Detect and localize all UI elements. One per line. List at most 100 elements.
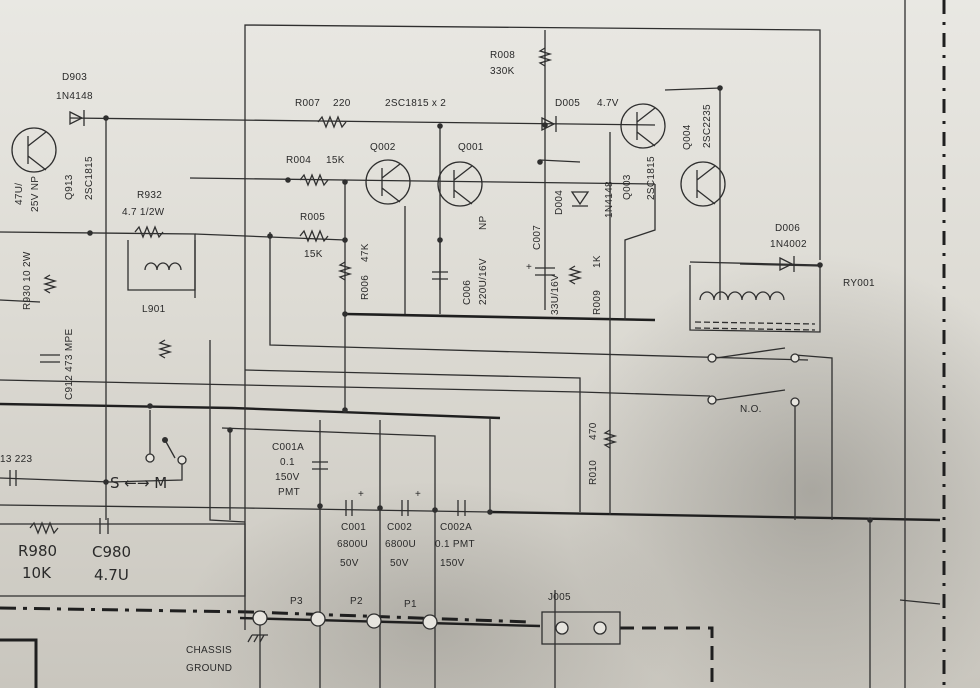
r009-ref: R009: [592, 290, 603, 315]
p-bus: [239, 616, 541, 628]
q003-symbol: [620, 103, 666, 149]
c006-symbol: [432, 271, 448, 280]
c001-voltage: 50V: [340, 558, 359, 569]
d006-ref: D006: [775, 223, 800, 234]
r004-symbol: [299, 173, 329, 187]
r007-symbol: [317, 115, 347, 129]
c912-symbol: [40, 354, 60, 363]
c001a-type: PMT: [278, 487, 300, 498]
chassis-ground-symbol: [247, 634, 268, 643]
j005-symbol: [541, 611, 621, 645]
r932-symbol: [134, 225, 164, 239]
q003-ref: Q003: [622, 174, 633, 200]
relay-contact-2: [707, 389, 800, 407]
r980-symbol: [29, 521, 59, 535]
q-pair-note: 2SC1815 x 2: [385, 98, 446, 109]
q002-ref: Q002: [370, 142, 396, 153]
r930-ref: R930 10 2W: [22, 251, 33, 310]
c001a-voltage: 150V: [275, 472, 300, 483]
q003-part: 2SC1815: [646, 156, 657, 200]
relay-contact-1: [707, 347, 800, 363]
d903-ref: D903: [62, 72, 87, 83]
c980-symbol: [99, 518, 109, 534]
board-outline-bottom: [0, 606, 531, 624]
c001a-ref: C001A: [272, 442, 304, 453]
q004-ref: Q004: [682, 124, 693, 150]
c002-ref: C002: [387, 522, 412, 533]
ground-label: GROUND: [186, 663, 232, 674]
c001-polarity: +: [358, 489, 364, 500]
d004-ref: D004: [554, 190, 565, 215]
q004-part: 2SC2235: [702, 104, 713, 148]
c002-symbol: [401, 500, 409, 516]
c001-value: 6800U: [337, 539, 368, 550]
ry001-coil-symbol: [694, 291, 816, 331]
r010-value: 470: [588, 422, 599, 440]
r004-value: 15K: [326, 155, 345, 166]
q002-symbol: [365, 159, 411, 205]
c-partial-symbol: [9, 470, 17, 486]
c980-value: 4.7U: [94, 566, 129, 584]
c006-value: 220U/16V: [478, 258, 489, 305]
r005-value: 15K: [304, 249, 323, 260]
r007-value: 220: [333, 98, 351, 109]
c006-type: NP: [478, 215, 489, 230]
r010-symbol: [602, 429, 618, 449]
junction-dots: [87, 85, 873, 523]
d005-ref: D005: [555, 98, 580, 109]
d004-symbol: [570, 191, 590, 207]
r980-value: 10K: [22, 564, 52, 582]
q913-symbol: [11, 127, 57, 173]
r008-symbol: [537, 47, 553, 67]
r006-value: 47K: [360, 243, 371, 262]
right-bus: [489, 510, 941, 522]
c002a-voltage: 150V: [440, 558, 465, 569]
switch-sm-symbol: [145, 437, 187, 465]
emitter-bus: [344, 312, 656, 322]
q913-ref: Q913: [64, 174, 75, 200]
c-left-value: 47U/: [14, 183, 25, 205]
c002a-symbol: [457, 500, 466, 516]
d903-symbol: [69, 110, 85, 126]
r980-ref: R980: [18, 542, 57, 560]
wiring: [0, 0, 941, 688]
board-bottom-right: [620, 626, 714, 688]
c912-ref: C912 473 MPE: [64, 329, 75, 400]
connector-points: [252, 610, 438, 630]
r008-value: 330K: [490, 66, 515, 77]
p2-ref: P2: [350, 596, 363, 607]
c007-ref: C007: [532, 225, 543, 250]
r932-value: 4.7 1/2W: [122, 207, 165, 218]
r930-symbol: [42, 274, 58, 294]
r005-ref: R005: [300, 212, 325, 223]
r010-ref: R010: [588, 460, 599, 485]
c002-value: 6800U: [385, 539, 416, 550]
d006-symbol: [739, 256, 821, 272]
no-contact-label: N.O.: [740, 404, 762, 415]
d005-symbol: [541, 116, 557, 132]
ry001-ref: RY001: [843, 278, 875, 289]
p1-ref: P1: [404, 599, 417, 610]
c001a-symbol: [312, 461, 328, 470]
r932-ref: R932: [137, 190, 162, 201]
c002a-value: 0.1 PMT: [435, 539, 475, 550]
r007-ref: R007: [295, 98, 320, 109]
d006-part: 1N4002: [770, 239, 807, 250]
p3-ref: P3: [290, 596, 303, 607]
r008-ref: R008: [490, 50, 515, 61]
c-left-rating: 25V NP: [30, 176, 41, 212]
c007-value: 33U/16V: [550, 274, 561, 315]
j005-ref: J005: [548, 592, 571, 603]
d005-value: 4.7V: [597, 98, 619, 109]
l901-ref: L901: [142, 304, 166, 315]
labels: D903 1N4148 Q913 2SC1815 47U/ 25V NP R93…: [0, 50, 875, 674]
l901-symbol: [127, 240, 196, 291]
c980-ref: C980: [92, 543, 131, 561]
q001-symbol: [437, 161, 483, 207]
c001-ref: C001: [341, 522, 366, 533]
c006-ref: C006: [462, 280, 473, 305]
q004-symbol: [680, 161, 726, 207]
d004-part: 1N4148: [604, 181, 615, 218]
c002a-ref: C002A: [440, 522, 472, 533]
